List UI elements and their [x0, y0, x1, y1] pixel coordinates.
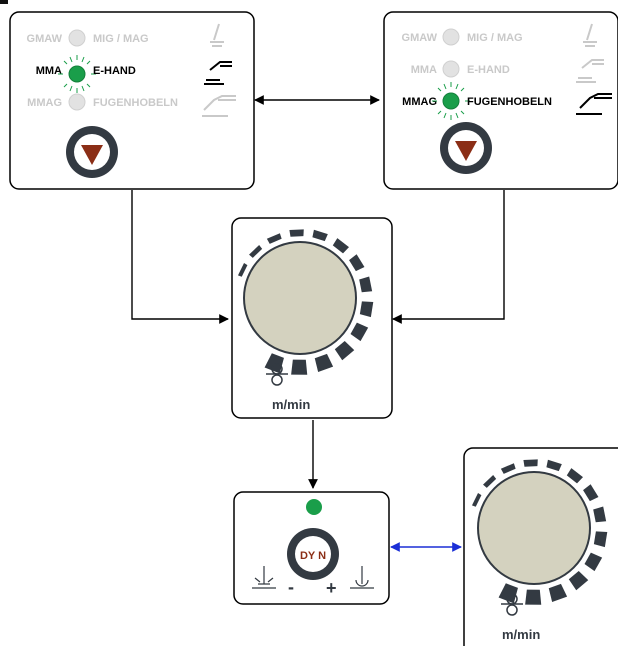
partial-glyph [0, 0, 8, 4]
wire-feed-rollers-icon [501, 593, 523, 616]
scale-segment [593, 531, 608, 548]
status-led [68, 65, 86, 83]
link-right-panel-to-knob [392, 190, 505, 324]
scale-segment [584, 552, 603, 572]
row-right-label: FUGENHOBELN [467, 96, 552, 108]
status-led [68, 93, 86, 111]
scale-segment [566, 468, 583, 484]
scale-segment [291, 359, 308, 375]
scale-segment [525, 589, 542, 605]
scale-segment [289, 229, 304, 237]
row-left-label: MMAG [402, 96, 437, 108]
scale-segment [264, 353, 284, 374]
mig-torch-icon [583, 23, 597, 47]
scale-segment [548, 583, 568, 602]
process-panel-right: GMAW MIG / MAG MMA E-HAND MMAG FUGENHOBE… [383, 11, 618, 190]
wire-feed-knob-panel: m/min [231, 217, 393, 419]
mig-torch-icon [210, 23, 224, 47]
dynamics-panel: DY N - + [233, 491, 390, 605]
wire-feed-rollers-icon [266, 363, 288, 386]
soft-arc-icon [252, 566, 276, 589]
status-led [442, 28, 460, 46]
gouging-torch-icon [202, 95, 236, 117]
scale-segment [266, 233, 282, 244]
scale-segment [312, 229, 328, 242]
status-led [442, 92, 460, 110]
scale-segment [359, 301, 374, 318]
electrode-holder-icon [576, 59, 604, 83]
electrode-holder-icon [204, 61, 232, 85]
status-led [442, 60, 460, 78]
knob-scale [237, 229, 374, 375]
process-select-button[interactable] [66, 126, 118, 178]
scale-segment [498, 583, 518, 604]
link-left-panel-to-knob [131, 190, 229, 324]
dynamics-minus-label: - [288, 577, 294, 597]
scale-segment [568, 570, 589, 591]
row-left-label: GMAW [402, 32, 438, 44]
process-panel-left: GMAW MIG / MAG MMA E-HAND MMAG FUGENHOBE… [9, 11, 255, 190]
knob-scale [471, 459, 608, 605]
row-left-label: MMA [36, 65, 62, 77]
scale-segment [249, 244, 263, 258]
scale-segment [593, 506, 607, 523]
down-arrow-icon [455, 141, 477, 161]
down-arrow-icon [81, 145, 103, 165]
process-select-button[interactable] [440, 122, 492, 174]
led-glow [432, 82, 470, 120]
scale-segment [583, 484, 599, 502]
knob-unit-label: m/min [502, 627, 540, 642]
knob-unit-label: m/min [272, 397, 310, 412]
row-right-label: MIG / MAG [467, 32, 523, 44]
row-left-label: MMA [411, 64, 437, 76]
row-left-label: GMAW [27, 33, 63, 45]
row-left-label: MMAG [27, 97, 62, 109]
scale-segment [334, 340, 355, 361]
led-glow [58, 55, 96, 93]
row-right-label: FUGENHOBELN [93, 97, 178, 109]
scale-segment [349, 254, 365, 272]
wire-feed-knob[interactable] [477, 471, 591, 585]
scale-segment [350, 322, 369, 342]
row-right-label: E-HAND [467, 64, 510, 76]
scale-segment [359, 276, 373, 293]
wire-feed-knob[interactable] [243, 241, 357, 355]
scale-segment [523, 459, 538, 467]
scale-segment [500, 463, 516, 474]
dynamics-label: DY N [300, 550, 326, 562]
scale-segment [314, 353, 334, 372]
scale-segment [237, 263, 248, 277]
row-right-label: E-HAND [93, 65, 136, 77]
row-right-label: MIG / MAG [93, 33, 149, 45]
status-led [306, 499, 322, 515]
dynamics-plus-label: + [326, 578, 337, 598]
scale-segment [483, 474, 497, 488]
scale-segment [332, 238, 349, 254]
dynamics-button[interactable]: DY N [287, 528, 339, 580]
gouging-torch-icon [576, 93, 612, 115]
hard-arc-icon [350, 566, 374, 589]
scale-segment [546, 459, 562, 472]
scale-segment [471, 493, 482, 507]
connectors [131, 95, 505, 552]
status-led [68, 29, 86, 47]
side-wire-feed-knob-panel: m/min [463, 447, 618, 646]
